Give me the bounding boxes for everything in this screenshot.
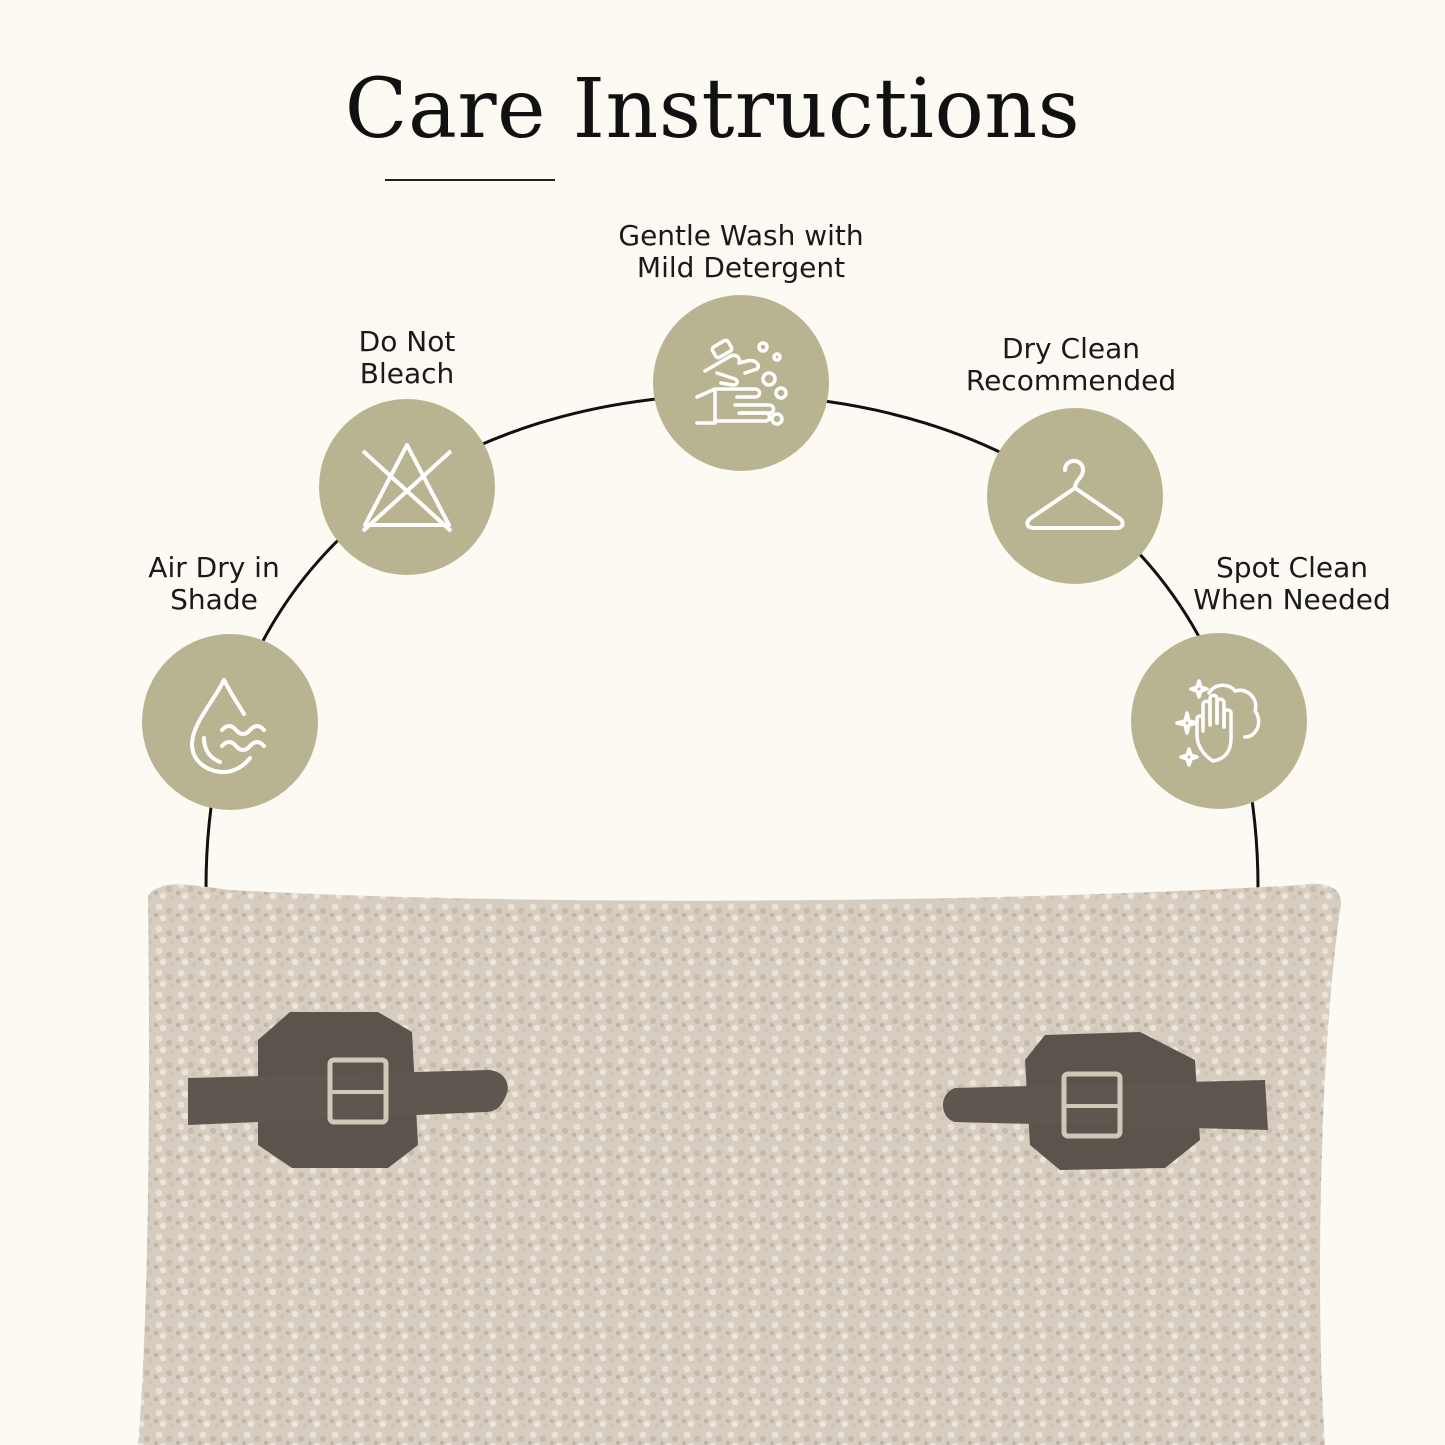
right-strap bbox=[942, 1032, 1268, 1170]
hand-wipe-icon bbox=[1175, 679, 1261, 767]
label-line-1: Gentle Wash with bbox=[618, 219, 864, 252]
no-bleach-badge bbox=[319, 399, 495, 575]
label-dry-clean: Dry Clean Recommended bbox=[966, 333, 1176, 397]
water-drop-icon bbox=[190, 678, 266, 774]
dry-clean-badge bbox=[987, 408, 1163, 584]
spot-clean-badge bbox=[1131, 633, 1307, 809]
hanger-icon bbox=[1025, 459, 1125, 530]
left-strap bbox=[188, 1012, 508, 1168]
gentle-wash-badge bbox=[653, 295, 829, 471]
crossed-triangle-icon bbox=[361, 443, 453, 533]
title-underline bbox=[385, 179, 555, 181]
label-line-2: Mild Detergent bbox=[636, 251, 846, 284]
hand-wash-icon bbox=[695, 338, 788, 426]
label-line-1: Spot Clean bbox=[1215, 551, 1369, 584]
page-title: Care Instructions bbox=[344, 62, 1081, 157]
label-spot-clean: Spot Clean When Needed bbox=[1193, 552, 1390, 616]
label-line-2: When Needed bbox=[1193, 583, 1391, 616]
air-dry-badge bbox=[142, 634, 318, 810]
label-line-1: Air Dry in bbox=[148, 551, 280, 584]
label-line-2: Shade bbox=[170, 583, 258, 616]
label-line-1: Do Not bbox=[358, 325, 456, 358]
label-line-2: Recommended bbox=[965, 364, 1177, 397]
label-gentle-wash: Gentle Wash with Mild Detergent bbox=[618, 220, 863, 284]
label-line-1: Dry Clean bbox=[1001, 332, 1140, 365]
label-line-2: Bleach bbox=[359, 357, 455, 390]
pillow-body bbox=[138, 883, 1341, 1445]
label-no-bleach: Do Not Bleach bbox=[359, 326, 456, 390]
label-air-dry: Air Dry in Shade bbox=[148, 552, 279, 616]
